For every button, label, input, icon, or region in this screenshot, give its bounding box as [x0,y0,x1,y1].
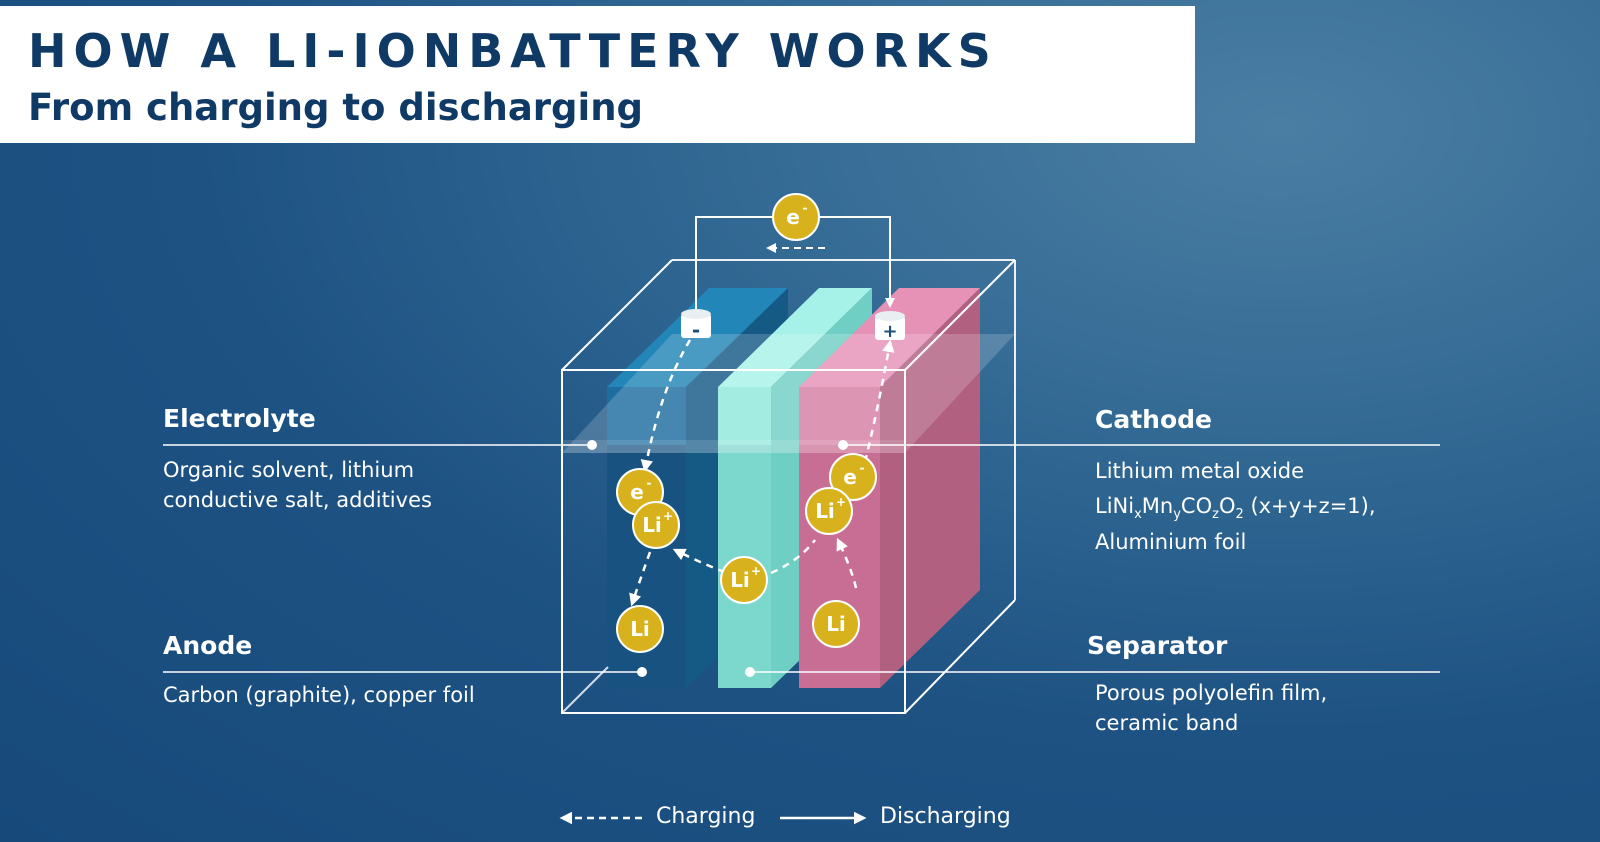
svg-text:-: - [647,476,652,490]
cathode-description: Lithium metal oxide LiNixMnyCOzO2 (x+y+z… [1095,454,1376,560]
electron-particle-cathode: e - [829,453,877,501]
separator-desc-line-2: ceramic band [1095,711,1239,736]
svg-text:Li: Li [642,513,662,537]
li-ion-particle-separator: Li + [720,556,768,604]
electrolyte-desc-line-2: conductive salt, additives [163,488,432,513]
svg-text:-: - [860,461,865,475]
cathode-desc-line-3: Aluminium foil [1095,530,1247,555]
lithium-particle-anode: Li [616,605,664,653]
electrolyte-surface [562,334,1015,453]
leader-dots [587,440,848,677]
cathode-formula: LiNixMnyCOzO2 (x+y+z=1), [1095,493,1376,522]
positive-terminal-label: + [882,321,897,342]
anode-description: Carbon (graphite), copper foil [163,680,475,710]
anode-desc-line-1: Carbon (graphite), copper foil [163,683,475,707]
svg-text:e: e [630,480,644,504]
separator-desc-line-1: Porous polyolefin film, [1095,681,1328,705]
page-subtitle: From charging to discharging [28,86,644,129]
svg-text:-: - [803,201,808,215]
anode-label: Anode [163,631,253,660]
battery-case-back [672,259,1016,600]
svg-text:Li: Li [815,499,835,523]
svg-text:+: + [663,509,673,523]
svg-text:Li: Li [630,617,650,641]
svg-text:+: + [836,495,846,509]
separator-description: Porous polyolefin film, ceramic band [1095,678,1327,739]
svg-text:+: + [751,564,761,578]
legend-discharging-label: Discharging [880,804,1011,829]
negative-terminal-label: - [692,318,700,342]
leader-lines [163,444,1440,673]
electron-particle-wire: e - [772,193,820,241]
cathode-label: Cathode [1095,405,1212,434]
battery-case-front [561,259,1016,714]
page-title: HOW A LI-IONBATTERY WORKS [28,24,998,78]
svg-text:e: e [786,205,800,229]
electrolyte-description: Organic solvent, lithium conductive salt… [163,455,432,516]
lithium-particle-cathode: Li [812,600,860,648]
legend-charging-label: Charging [656,804,756,829]
positive-terminal: + [875,311,905,342]
svg-text:Li: Li [730,568,750,592]
cathode-desc-line-1: Lithium metal oxide [1095,459,1305,483]
electrolyte-desc-line-1: Organic solvent, lithium [163,458,415,482]
svg-text:e: e [843,465,857,489]
negative-terminal: - [681,309,711,342]
li-ion-particle-cathode: Li + [805,487,853,535]
svg-text:Li: Li [826,612,846,636]
title-banner: HOW A LI-IONBATTERY WORKS From charging … [0,6,1195,143]
li-ion-particle-anode: Li + [632,501,680,549]
electrolyte-label: Electrolyte [163,404,316,433]
separator-label: Separator [1087,631,1228,660]
